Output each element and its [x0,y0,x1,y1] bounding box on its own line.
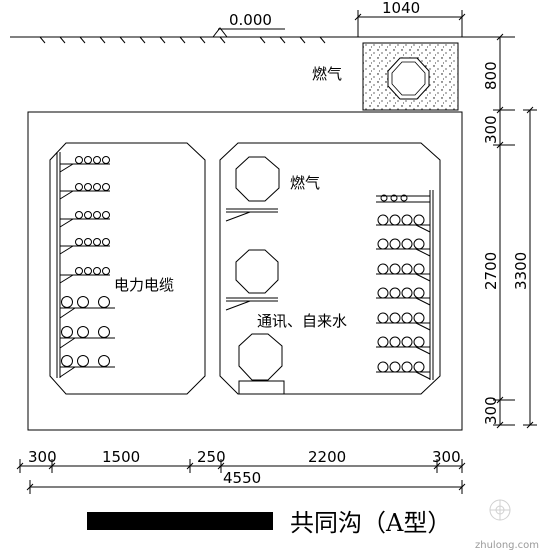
bottom-dim-4: 2200 [308,448,346,466]
telecom-pipe [235,249,279,294]
bottom-dim-5: 300 [432,448,461,466]
gas-inner-label: 燃气 [290,174,320,192]
bottom-dim-3: 250 [197,448,226,466]
total-height-label: 3300 [512,252,530,290]
cover-depth-label: 800 [482,61,500,90]
watermark-text: zhulong.com [475,540,539,551]
total-width-label: 4550 [223,469,261,487]
gas-top-label: 燃气 [312,65,342,83]
title-bar [87,512,273,530]
bottom-slab-label: 300 [482,396,500,425]
elevation-marker [212,27,285,38]
gas-pipe-inner [391,61,426,96]
inner-height-label: 2700 [482,252,500,290]
right-chamber [219,142,441,395]
left-chamber [49,142,206,395]
watermark-logo [489,499,511,521]
bottom-dim-2: 1500 [102,448,140,466]
power-cable-label: 电力电缆 [114,276,174,294]
right-cable-racks [376,190,434,380]
drawing-title: 共同沟（A型） [290,509,451,537]
middle-pipes [225,156,285,395]
water-pipe [238,333,283,381]
gas-width-dimension [354,10,466,37]
gas-width-label: 1040 [382,0,420,17]
bottom-dim-1: 300 [28,448,57,466]
ground-line [10,36,515,44]
telecom-water-label: 通讯、自来水 [257,312,347,330]
left-cable-racks [56,152,115,378]
top-slab-label: 300 [482,115,500,144]
gas-pipe-outer [387,57,430,100]
bottom-dimensions [16,459,466,494]
right-dimensions [493,33,537,429]
elevation-label: 0.000 [229,11,272,29]
gas-pipe-middle [235,156,280,202]
